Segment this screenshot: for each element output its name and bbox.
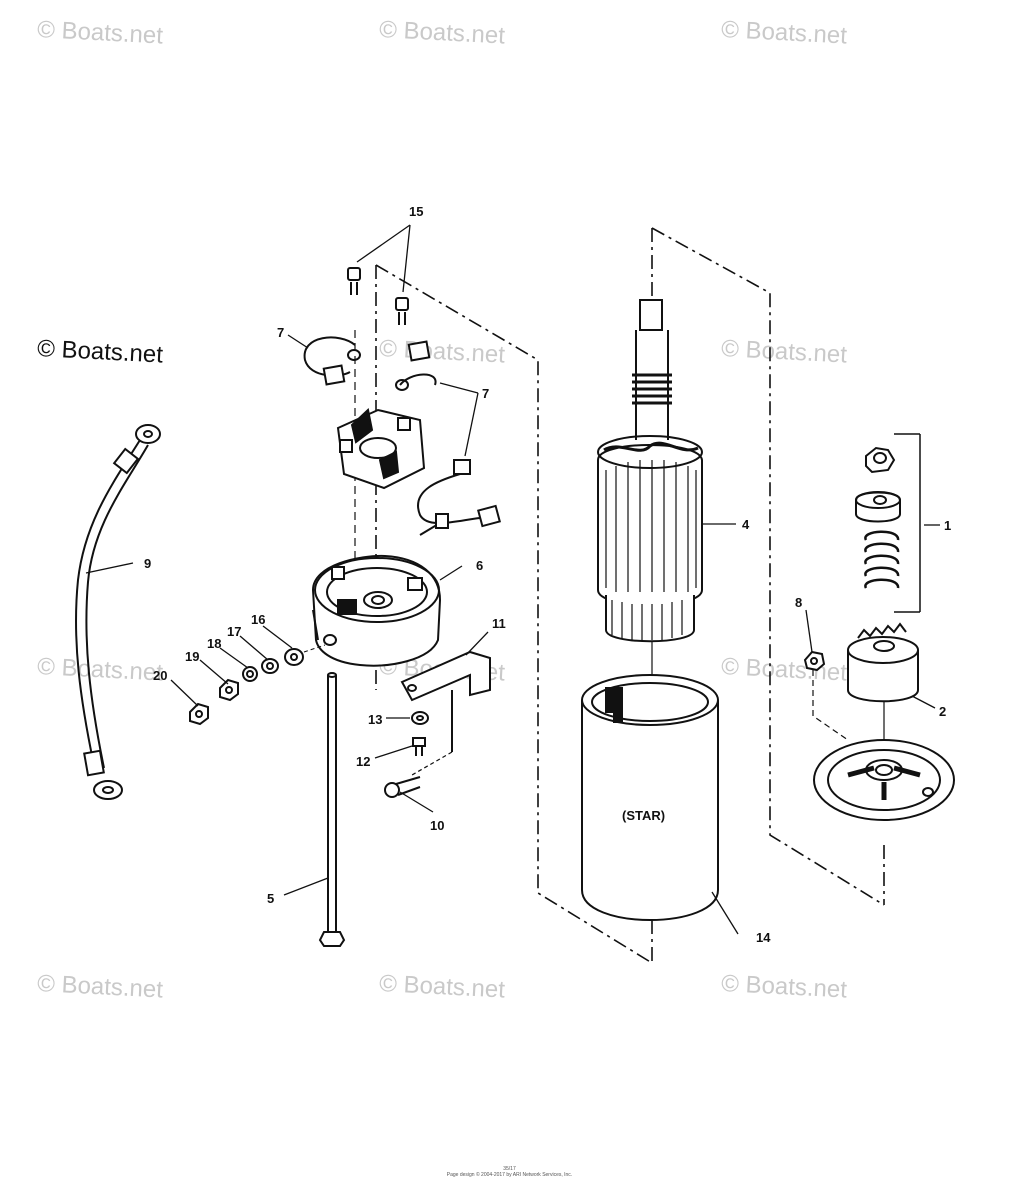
callout-19: 19 (185, 649, 199, 664)
callout-9: 9 (144, 556, 151, 571)
brush-holder (336, 408, 426, 490)
pinion-part-2 (847, 622, 919, 703)
callout-11: 11 (492, 616, 506, 631)
dashed-frame-right (651, 227, 885, 963)
callout-18: 18 (207, 636, 221, 651)
callout-1: 1 (944, 518, 951, 533)
lock-nut-part-8 (803, 650, 826, 672)
callout-8: 8 (795, 595, 802, 610)
callout-4: 4 (742, 517, 750, 532)
motor-frame-part-14 (581, 674, 719, 921)
screw-part-12 (412, 737, 426, 756)
center-axis (812, 670, 849, 741)
callout-14: 14 (756, 930, 771, 945)
callout-5: 5 (267, 891, 274, 906)
leader-lines (85, 224, 940, 935)
callout-10: 10 (430, 818, 444, 833)
screw-part-15 (347, 267, 409, 325)
callout-7: 7 (277, 325, 284, 340)
callout-20: 20 (153, 668, 167, 683)
callout-2: 2 (939, 704, 946, 719)
end-head-part-6 (311, 554, 442, 667)
callout-15: 15 (409, 204, 423, 219)
fastener-part-13 (411, 711, 429, 725)
drive-assembly-part-1 (855, 446, 901, 589)
bracket-part-11 (400, 650, 491, 776)
callout-16: 16 (251, 612, 265, 627)
armature-part-4 (597, 299, 703, 643)
callout-13: 13 (368, 712, 382, 727)
frame-label: (STAR) (622, 808, 665, 823)
brush-lead-wire (417, 459, 501, 536)
drive-end-head (813, 739, 955, 821)
battery-cable (75, 424, 161, 800)
footer-code: 35/17 (503, 1166, 516, 1172)
brush-spring-part-7 (303, 336, 437, 391)
callout-17: 17 (227, 624, 241, 639)
callout-12: 12 (356, 754, 370, 769)
through-bolt-part-5 (318, 672, 346, 947)
callout-7: 7 (482, 386, 489, 401)
footer-copyright: Page design © 2004-2017 by ARI Network S… (446, 1172, 573, 1178)
washer-stack (189, 644, 326, 726)
callout-6: 6 (476, 558, 483, 573)
